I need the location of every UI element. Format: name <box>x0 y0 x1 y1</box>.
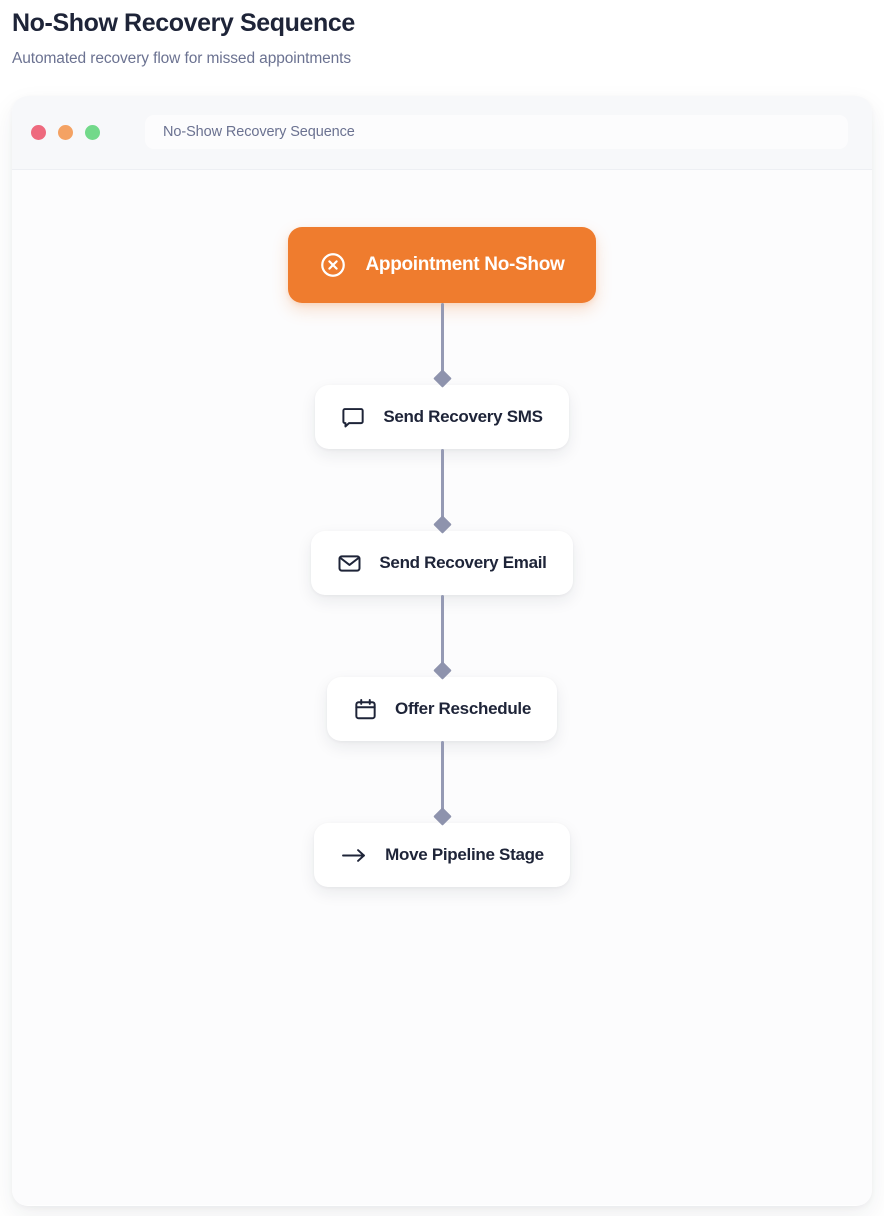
flow-canvas: Appointment No-Show Send Recovery SMS <box>12 170 872 1205</box>
envelope-icon <box>337 551 362 576</box>
flow-node-label: Send Recovery Email <box>379 553 547 572</box>
flow-node-send-recovery-sms[interactable]: Send Recovery SMS <box>315 385 569 449</box>
flow-node-label: Move Pipeline Stage <box>385 845 544 864</box>
connector-line <box>440 741 444 813</box>
flow-diagram: Appointment No-Show Send Recovery SMS <box>12 170 872 887</box>
flow-connector <box>432 449 452 534</box>
page-header: No-Show Recovery Sequence Automated reco… <box>0 0 884 69</box>
maximize-window-button[interactable] <box>85 125 100 140</box>
calendar-icon <box>353 697 378 722</box>
flow-connector <box>432 303 452 388</box>
flow-node-offer-reschedule[interactable]: Offer Reschedule <box>327 677 557 741</box>
browser-window: No-Show Recovery Sequence Appointment No… <box>12 96 872 1206</box>
arrow-right-icon <box>340 843 368 868</box>
flow-node-label: Send Recovery SMS <box>383 407 543 426</box>
window-titlebar: No-Show Recovery Sequence <box>12 96 872 170</box>
minimize-window-button[interactable] <box>58 125 73 140</box>
traffic-lights <box>31 125 100 140</box>
flow-node-label: Offer Reschedule <box>395 699 531 718</box>
flow-node-send-recovery-email[interactable]: Send Recovery Email <box>311 531 573 595</box>
flow-node-move-pipeline-stage[interactable]: Move Pipeline Stage <box>314 823 570 887</box>
chat-bubble-icon <box>341 405 366 430</box>
address-bar[interactable]: No-Show Recovery Sequence <box>145 115 848 149</box>
flow-connector <box>432 595 452 680</box>
page-subtitle: Automated recovery flow for missed appoi… <box>12 50 352 67</box>
address-bar-value: No-Show Recovery Sequence <box>163 124 355 140</box>
page-title: No-Show Recovery Sequence <box>12 9 355 37</box>
flow-connector <box>432 741 452 826</box>
x-circle-icon <box>319 251 347 279</box>
flow-node-trigger[interactable]: Appointment No-Show <box>288 227 596 303</box>
connector-line <box>440 595 444 667</box>
connector-line <box>440 449 444 521</box>
connector-line <box>440 303 444 375</box>
close-window-button[interactable] <box>31 125 46 140</box>
flow-node-label: Appointment No-Show <box>365 254 565 275</box>
